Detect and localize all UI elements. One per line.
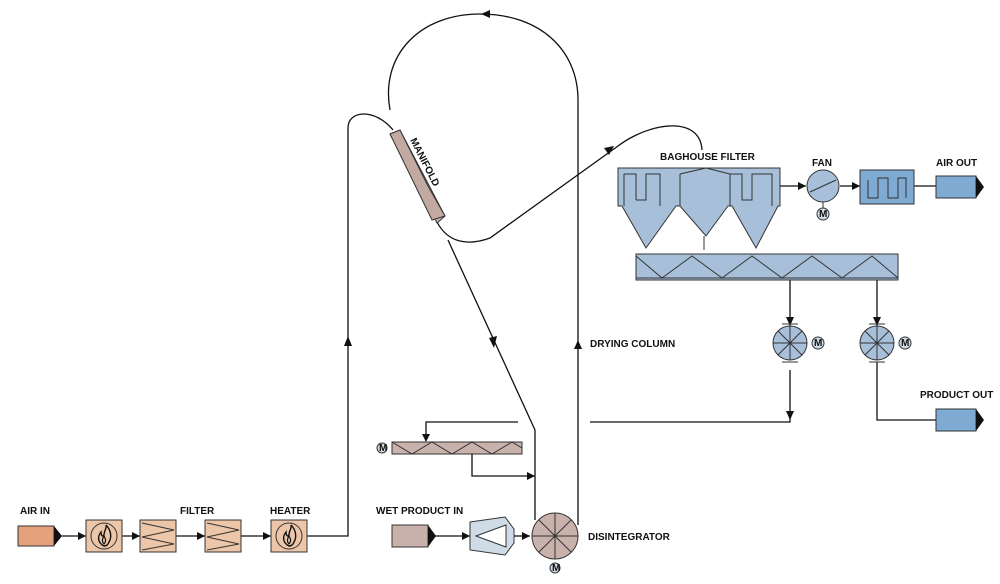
- silencer: [859, 169, 915, 205]
- motor-icon: M: [552, 563, 560, 574]
- rotary-valve-2: M: [859, 323, 912, 363]
- air-out: [935, 175, 984, 199]
- pre-burner: [85, 519, 123, 553]
- manifold: MANIFOLD: [389, 129, 446, 224]
- motor-icon: M: [901, 338, 909, 349]
- baghouse-filter: [617, 167, 781, 250]
- fan-label: FAN: [812, 158, 832, 169]
- product-out-label: PRODUCT OUT: [920, 390, 993, 401]
- wet-product-inlet: [391, 524, 436, 548]
- product-out: [935, 408, 984, 432]
- filter-label: FILTER: [180, 506, 215, 517]
- feeder: [469, 516, 515, 556]
- baghouse-filter-label: BAGHOUSE FILTER: [660, 152, 756, 163]
- disintegrator-label: DISINTEGRATOR: [588, 532, 671, 543]
- fan: M: [806, 169, 840, 221]
- air-inlet: [17, 525, 62, 547]
- baghouse-screw-conveyor: [635, 253, 899, 281]
- flow-arrows: [78, 10, 881, 540]
- wet-product-in-label: WET PRODUCT IN: [376, 506, 463, 517]
- rotary-valve-1: M: [772, 323, 825, 363]
- filter-1: [139, 519, 177, 553]
- motor-icon: M: [819, 209, 827, 220]
- filter-2: [204, 519, 242, 553]
- motor-icon: M: [379, 443, 387, 454]
- disintegrator: M: [531, 512, 579, 574]
- screw-conveyor-recycle: M: [376, 441, 523, 455]
- drying-column-label: DRYING COLUMN: [590, 339, 675, 350]
- air-in-label: AIR IN: [20, 506, 50, 517]
- heater: [270, 519, 308, 553]
- motor-icon: M: [814, 338, 822, 349]
- heater-label: HEATER: [270, 506, 311, 517]
- air-out-label: AIR OUT: [936, 158, 977, 169]
